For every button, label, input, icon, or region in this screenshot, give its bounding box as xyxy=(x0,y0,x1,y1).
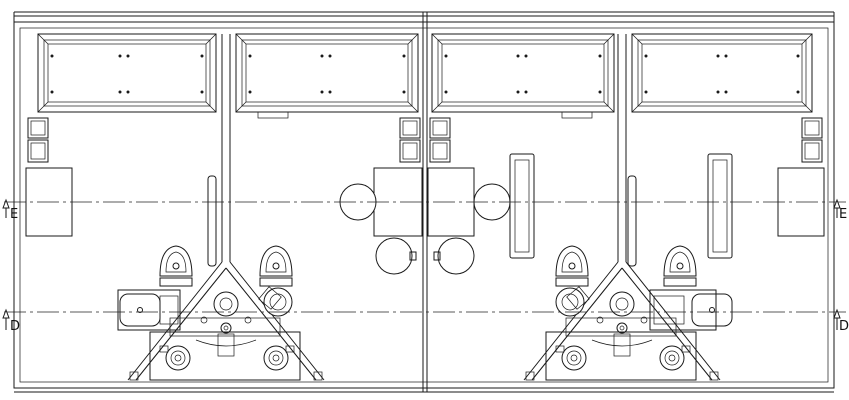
section-arrow-d-right xyxy=(833,308,841,330)
diagonal-walls xyxy=(127,261,721,381)
section-label-d-right: D xyxy=(839,319,849,334)
roof-unit-4 xyxy=(631,33,813,113)
basin-right xyxy=(649,289,733,331)
section-arrow-e-right xyxy=(833,198,841,218)
section-label-e-left: E xyxy=(10,207,18,222)
roof-unit-2 xyxy=(235,33,419,119)
wall-cabinets xyxy=(27,117,823,163)
section-label-d-left: D xyxy=(10,319,20,334)
mechanical-unit-right xyxy=(525,286,719,381)
mechanical-unit-left xyxy=(129,286,323,381)
grab-bars xyxy=(207,175,637,267)
section-label-e-right: E xyxy=(839,207,847,222)
wash-troughs xyxy=(509,153,733,259)
roof-unit-3 xyxy=(431,33,615,119)
outer-walls xyxy=(13,21,835,393)
cubicle-partitions xyxy=(221,34,627,262)
section-arrow-d-left xyxy=(2,308,10,330)
toilet-1 xyxy=(159,245,193,287)
toilet-2 xyxy=(259,245,293,287)
roof-unit-1 xyxy=(37,33,217,113)
section-arrow-e-left xyxy=(2,198,10,218)
toilet-4 xyxy=(663,245,697,287)
round-fixtures xyxy=(339,183,511,275)
basin-left xyxy=(117,289,181,331)
roof-band xyxy=(13,11,835,23)
toilet-3 xyxy=(555,245,589,287)
